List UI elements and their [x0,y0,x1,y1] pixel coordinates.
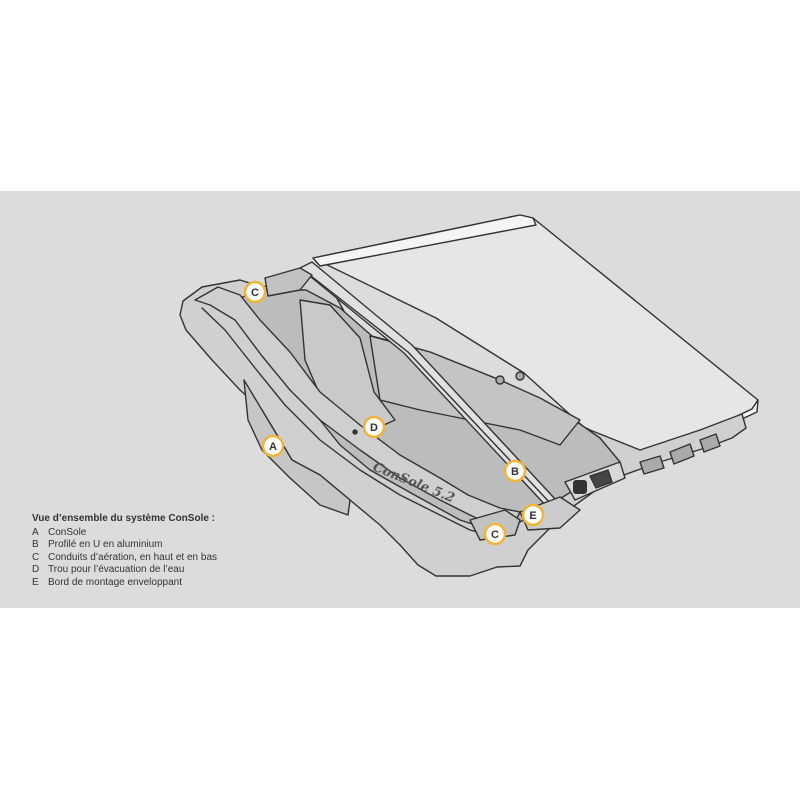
badge-b: B [503,459,527,483]
legend-text: ConSole [48,526,87,538]
svg-text:A: A [269,441,277,453]
legend-text: Bord de montage enveloppant [48,576,182,588]
legend-item: C Conduits d’aération, en haut et en bas [32,552,217,565]
badge-c-bottom: C [483,522,507,546]
vent-top [264,267,313,297]
svg-text:B: B [511,466,519,478]
legend-key: A [32,526,39,538]
badge-c-top: C [243,280,267,304]
legend: Vue d’ensemble du système ConSole : A Co… [32,513,217,590]
svg-text:C: C [251,287,259,299]
legend-item: E Bord de montage enveloppant [32,577,217,590]
legend-key: D [32,564,40,576]
legend-key: B [32,539,39,551]
legend-item: A ConSole [32,527,217,540]
svg-text:D: D [370,422,378,434]
legend-title: Vue d’ensemble du système ConSole : [32,513,216,524]
legend-text: Trou pour l’évacuation de l’eau [48,564,185,576]
legend-item: B Profilé en U en aluminium [32,539,217,552]
legend-key: C [32,551,40,563]
svg-text:E: E [529,510,536,522]
legend-key: E [32,576,39,588]
legend-item: D Trou pour l’évacuation de l’eau [32,564,217,577]
badge-a: A [261,434,285,458]
badge-e: E [521,503,545,527]
legend-text: Conduits d’aération, en haut et en bas [48,551,218,563]
svg-text:C: C [491,529,499,541]
legend-text: Profilé en U en aluminium [48,539,163,551]
badge-d: D [362,415,386,439]
